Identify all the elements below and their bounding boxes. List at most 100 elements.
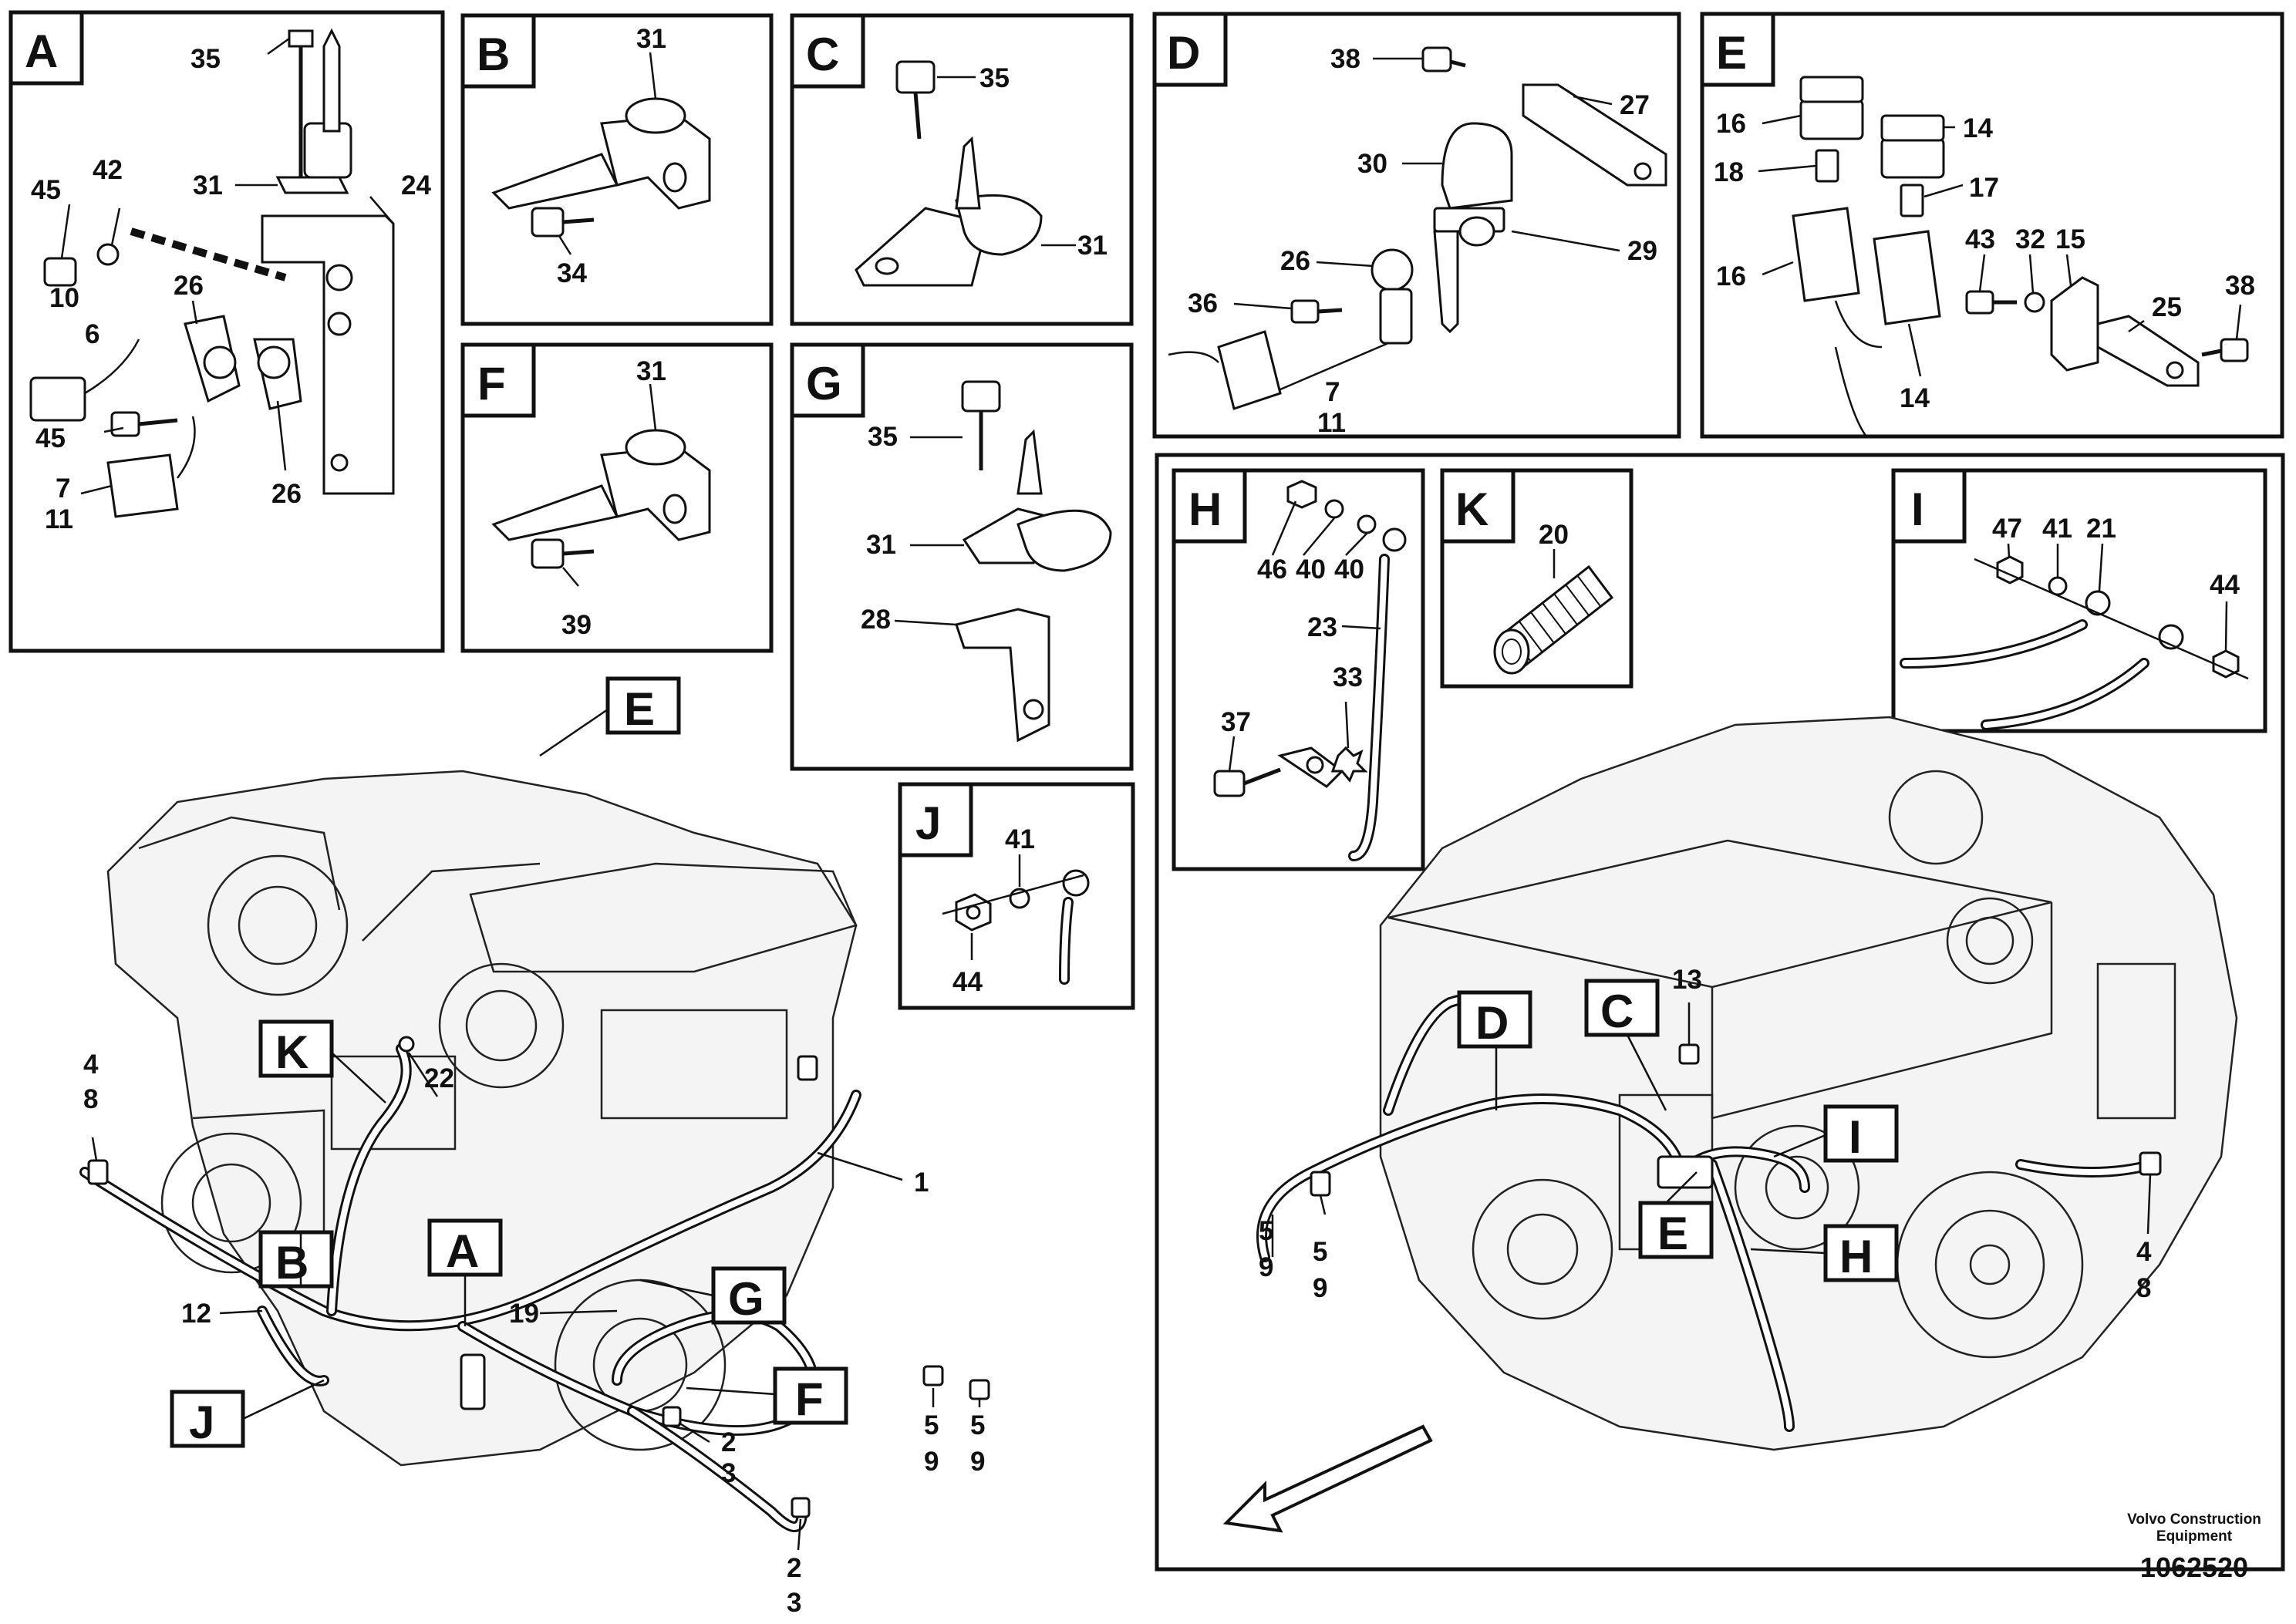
part-number: 9	[1259, 1252, 1273, 1282]
part-number: 44	[2210, 570, 2240, 600]
part-number: 8	[83, 1084, 98, 1114]
part-number: 14	[1900, 383, 1930, 413]
part-number: 31	[193, 170, 223, 200]
part-number: 44	[952, 967, 983, 997]
part-number: 13	[1672, 965, 1702, 995]
document-id: 1062520	[2139, 1552, 2249, 1583]
callout-h: H	[1839, 1231, 1873, 1282]
panel-d-letter: D	[1167, 27, 1200, 79]
panel-e: E 16 14 18 17 16 43 32	[1700, 12, 2284, 439]
panel-f: F 31 39	[460, 342, 774, 653]
part-number: 12	[181, 1299, 211, 1329]
callout-i: I	[1849, 1111, 1862, 1163]
part-number: 16	[1716, 109, 1746, 139]
part-number: 43	[1965, 224, 1995, 254]
panel-a: A	[8, 10, 445, 653]
part-number: 22	[424, 1063, 454, 1093]
part-number: 5	[970, 1410, 985, 1440]
part-number: 46	[1257, 554, 1287, 585]
part-number: 33	[1333, 662, 1363, 692]
part-number: 32	[2015, 224, 2045, 254]
callout-e: E	[624, 683, 655, 735]
part-number: 29	[1627, 236, 1657, 266]
panel-g: G 35 31 28	[790, 342, 1134, 771]
panel-h: H 46 40 40 23 37 33	[1172, 468, 1425, 871]
panel-f-letter: F	[477, 358, 506, 409]
panel-a-letter: A	[25, 25, 58, 77]
part-number: 23	[1307, 612, 1337, 642]
part-number: 26	[1280, 246, 1310, 276]
part-number: 26	[174, 271, 204, 301]
part-number: 39	[561, 610, 592, 640]
part-number: 41	[2042, 514, 2072, 544]
part-number: 14	[1963, 113, 1993, 143]
part-number: 35	[868, 422, 898, 452]
part-number: 11	[1317, 408, 1346, 438]
part-number: 21	[2086, 514, 2116, 544]
panel-g-letter: G	[806, 358, 842, 409]
callout-g: G	[728, 1273, 764, 1325]
part-number: 2	[787, 1553, 801, 1583]
callout-c: C	[1600, 986, 1633, 1037]
part-number: 5	[1259, 1216, 1273, 1246]
panel-j-letter: J	[915, 797, 941, 849]
part-number: 19	[509, 1299, 539, 1329]
panel-c-letter: C	[806, 29, 839, 80]
part-number: 8	[2136, 1273, 2151, 1303]
part-number: 37	[1221, 707, 1251, 737]
panel-h-letter: H	[1188, 483, 1222, 535]
panel-e-letter: E	[1716, 27, 1747, 79]
part-number: 34	[557, 258, 587, 288]
part-number: 30	[1357, 149, 1387, 179]
part-number: 25	[2152, 292, 2182, 322]
part-number: 31	[636, 24, 666, 54]
callout-k: K	[275, 1026, 308, 1078]
part-number: 40	[1296, 554, 1326, 585]
part-number: 2	[721, 1427, 736, 1457]
panel-k-letter: K	[1455, 483, 1489, 535]
part-number: 6	[85, 319, 99, 349]
part-number: 38	[2225, 271, 2255, 301]
callout-d: D	[1475, 997, 1509, 1049]
part-number: 35	[979, 63, 1010, 93]
part-number: 15	[2055, 224, 2085, 254]
part-number: 11	[45, 504, 73, 534]
part-number: 5	[1313, 1237, 1327, 1267]
part-number: 31	[866, 530, 896, 560]
part-number: 20	[1539, 520, 1569, 550]
part-number: 40	[1334, 554, 1364, 585]
part-number: 16	[1716, 261, 1746, 291]
part-number: 10	[49, 283, 79, 313]
part-number: 45	[31, 175, 61, 205]
part-number: 28	[861, 605, 891, 635]
panel-j: J 41 44	[898, 782, 1135, 1010]
panel-b: B 31 34	[460, 13, 774, 326]
part-number: 38	[1330, 44, 1360, 74]
panel-b-letter: B	[477, 29, 510, 80]
panel-i-letter: I	[1911, 483, 1924, 535]
part-number: 3	[721, 1458, 736, 1488]
left-engine-view: E K B A G F J 4 8 22 1 12 19 5 9 5 9 2	[79, 676, 990, 1618]
part-number: 9	[970, 1447, 985, 1477]
part-number: 47	[1992, 514, 2022, 544]
part-number: 7	[56, 473, 70, 504]
part-number: 41	[1005, 824, 1035, 854]
part-number: 5	[924, 1410, 939, 1440]
callout-e: E	[1657, 1208, 1688, 1259]
part-number: 24	[401, 170, 431, 200]
callout-b: B	[275, 1237, 308, 1289]
part-number: 26	[271, 479, 302, 509]
part-number: 4	[83, 1050, 99, 1080]
panel-k: K 20	[1440, 468, 1633, 689]
part-number: 17	[1969, 173, 1999, 203]
brand-name: Volvo Construction Equipment	[2127, 1511, 2261, 1545]
callout-a: A	[446, 1225, 479, 1277]
part-number: 36	[1188, 288, 1218, 318]
part-number: 7	[1325, 377, 1340, 407]
part-number: 31	[636, 356, 666, 386]
panel-c: C 35 31	[790, 13, 1134, 326]
part-number: 1	[914, 1167, 929, 1198]
part-number: 42	[93, 155, 123, 185]
part-number: 45	[35, 423, 66, 453]
